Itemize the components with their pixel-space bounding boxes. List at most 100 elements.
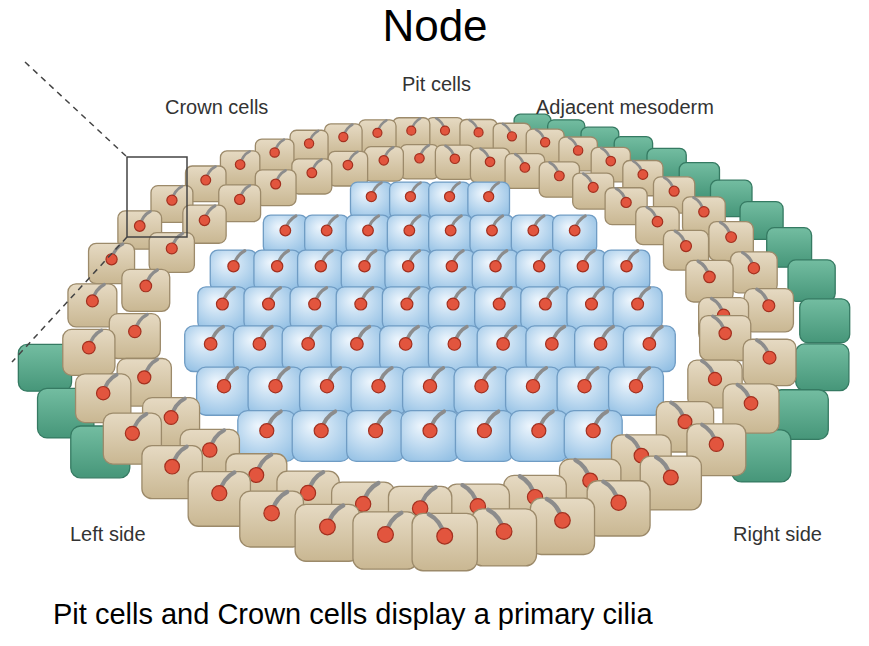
cell-body [506,367,561,415]
pit-cell [351,367,406,415]
basal-body [263,298,275,310]
pit-cell [472,250,518,291]
pit-cell [468,182,510,219]
basal-body [355,298,367,310]
basal-body [307,168,317,178]
crown-cell [328,151,367,186]
cell-body [290,287,339,330]
basal-body [484,192,494,202]
basal-body [474,128,483,137]
zoom-box [127,157,187,237]
basal-body [475,380,488,393]
mesoderm-cell [800,299,850,343]
crown-cell [255,170,296,206]
basal-body [83,341,96,354]
basal-body [594,338,607,351]
basal-body [708,372,721,385]
cell-body [510,411,568,462]
cell-body [390,182,432,219]
cell-body [623,326,675,372]
pit-cell [198,287,247,330]
basal-body [167,195,177,205]
basal-body [611,495,626,510]
basal-body [763,351,776,364]
crown-cell [435,145,474,179]
cell-body [292,159,332,194]
pit-cell [575,326,627,372]
crown-cell [109,314,160,359]
cell-body [743,339,796,385]
basal-body [106,254,117,265]
basal-body [763,300,775,312]
cell-body [254,250,300,291]
basal-body [704,271,715,282]
basal-body [269,380,282,393]
region-label: Pit cells [402,72,471,96]
basal-body [681,241,692,252]
cell-body [468,182,510,219]
basal-body [212,486,227,501]
basal-body [235,194,245,204]
cell-body [603,250,649,291]
basal-body [138,371,151,384]
pit-cell [401,411,459,462]
basal-body [321,225,332,236]
pit-cell [350,182,392,219]
basal-body [621,261,632,272]
cell-body [380,326,432,372]
pit-cell [623,326,675,372]
region-label: Left side [70,522,146,546]
crown-cell [530,498,594,554]
basal-body [573,146,582,155]
cell-body [364,147,403,181]
cell-body [401,411,459,462]
cell-body [429,287,478,330]
basal-body [164,411,178,425]
basal-body [140,280,152,292]
cell-body [347,411,405,462]
cell-body [263,215,307,254]
basal-body [541,138,550,147]
basal-body [748,262,759,273]
cell-body [122,269,170,311]
basal-body [507,132,516,141]
basal-body [497,338,510,351]
basal-body [401,298,413,310]
basal-body [199,215,209,225]
pit-cell [305,215,349,254]
cell-body [210,250,256,291]
cell-body [553,215,597,254]
basal-body [165,459,180,474]
pit-cell [470,215,514,254]
basal-body [445,225,456,236]
cell-body [613,287,662,330]
cell-body [800,299,850,343]
cell-body [455,411,513,462]
basal-body [379,156,388,165]
basal-body [652,216,663,227]
basal-body [629,380,642,393]
basal-body [555,513,571,529]
basal-body [366,192,376,202]
basal-body [496,524,512,540]
basal-body [272,261,283,272]
cell-body [472,509,537,566]
cell-body [511,215,555,254]
basal-body [235,160,245,170]
pit-cell [477,326,529,372]
cell-body [328,151,367,186]
basal-body [270,148,279,157]
pit-cell [511,215,555,254]
basal-body [638,170,648,180]
basal-body [373,128,382,137]
basal-body [320,519,336,535]
basal-body [726,232,737,243]
basal-body [369,424,383,438]
cell-body [587,481,650,536]
cell-body [240,491,304,547]
basal-body [315,261,326,272]
cell-body [470,215,514,254]
cell-body [475,287,524,330]
cell-body [454,367,509,415]
cell-body [353,512,418,569]
